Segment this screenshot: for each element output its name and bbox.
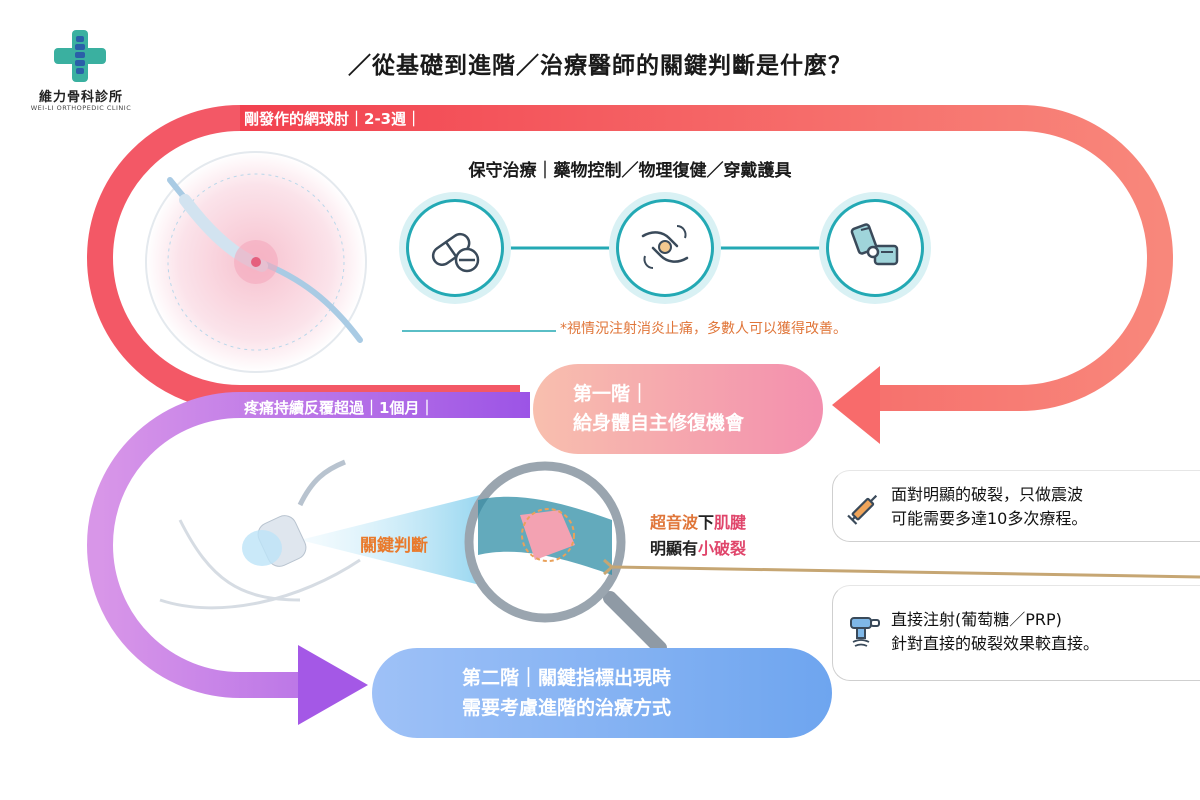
- ultrasound-finding: 超音波下肌腱 明顯有小破裂: [650, 510, 800, 562]
- finding-ultrasound: 超音波: [650, 513, 699, 532]
- stage2-pill-line2: 需要考慮進階的治療方式: [462, 697, 672, 719]
- brace-circle: [826, 199, 924, 297]
- stage1-band-label: 剛發作的網球肘｜2-3週｜: [244, 110, 422, 128]
- shockwave-option-card: 面對明顯的破裂，只做震波 可能需要多達10多次療程。: [832, 470, 1200, 542]
- finding-pointer: [611, 565, 1200, 579]
- ultrasound-probe-illustration: [159, 459, 480, 610]
- shockwave-option-line2: 可能需要多達10多次療程。: [891, 509, 1088, 528]
- finding-small-tear: 小破裂: [698, 539, 747, 558]
- physio-circle: [616, 199, 714, 297]
- clinic-subtitle: WEI-LI ORTHOPEDIC CLINIC: [30, 104, 132, 112]
- page-title: ／從基礎到進階／治療醫師的關鍵判斷是什麼？: [348, 53, 852, 79]
- syringe-icon: [847, 494, 878, 525]
- stage1-band-left: [87, 105, 520, 411]
- finding-under: 下: [698, 513, 715, 532]
- stage2-pill: 第二階｜關鍵指標出現時 需要考慮進階的治療方式: [372, 648, 832, 738]
- injection-option-text: 直接注射(葡萄糖／PRP) 針對直接的破裂效果較直接。: [891, 608, 1099, 656]
- stage2-band-label: 疼痛持續反覆超過｜1個月｜: [244, 399, 435, 417]
- injection-option-line1: 直接注射(葡萄糖／PRP): [891, 610, 1062, 629]
- stage1-band: [240, 105, 1173, 411]
- capsule-icon: [431, 232, 480, 273]
- shockwave-option-text: 面對明顯的破裂，只做震波 可能需要多達10多次療程。: [891, 483, 1087, 531]
- injection-option-line2: 針對直接的破裂效果較直接。: [891, 634, 1100, 653]
- hands-elbow-icon: [641, 225, 689, 269]
- injection-note: *視情況注射消炎止痛，多數人可以獲得改善。: [560, 321, 847, 337]
- shockwave-option-line1: 面對明顯的破裂，只做震波: [891, 485, 1084, 504]
- finding-obvious: 明顯有: [650, 539, 699, 558]
- key-judgement-label: 關鍵判斷: [360, 536, 428, 556]
- finding-tendon: 肌腱: [714, 513, 747, 532]
- stage1-arrow: [832, 366, 880, 444]
- stage2-pill-line1: 第二階｜關鍵指標出現時: [462, 667, 672, 689]
- injection-option-card: 直接注射(葡萄糖／PRP) 針對直接的破裂效果較直接。: [832, 585, 1200, 681]
- shockwave-device-icon: [850, 617, 880, 647]
- stage1-pill-line1: 第一階｜: [573, 383, 650, 405]
- elbow-illustration: [145, 151, 367, 373]
- elbow-brace-icon: [850, 223, 899, 266]
- clinic-name: 維力骨科診所: [38, 90, 123, 105]
- stage1-pill: 第一階｜ 給身體自主修復機會: [533, 364, 823, 454]
- clinic-logo-icon: [54, 30, 106, 82]
- finding-pointer-arrowhead: [603, 558, 615, 576]
- stage2-arrow: [298, 645, 368, 725]
- stage1-pill-line2: 給身體自主修復機會: [573, 412, 745, 434]
- stage1-subtitle: 保守治療｜藥物控制／物理復健／穿戴護具: [468, 161, 792, 181]
- medication-circle: [406, 199, 504, 297]
- stage2-band: [87, 392, 530, 698]
- magnifier-illustration: [464, 461, 667, 655]
